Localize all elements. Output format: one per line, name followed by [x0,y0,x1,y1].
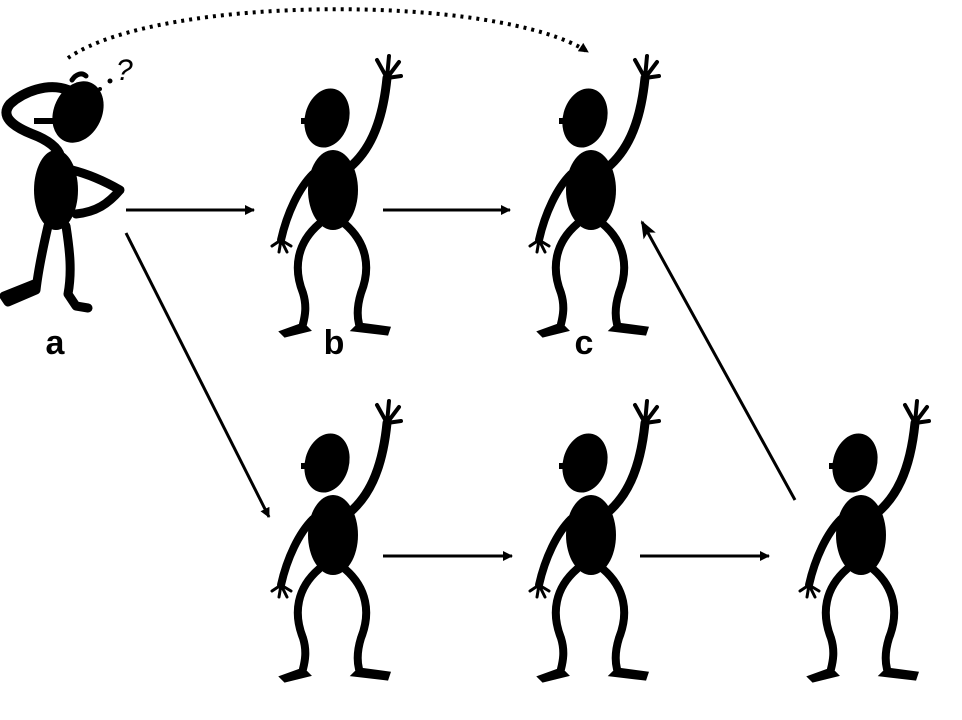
figure-bottom-1 [272,401,401,681]
dotted-arrow-a-to-c [66,7,590,60]
arrow-a-to-bottom-1 [124,232,271,518]
question-mark: ? [116,54,133,87]
label-a: a [45,324,65,362]
figure-bottom-2 [530,401,659,681]
label-c: c [574,324,594,362]
label-b: b [323,324,345,362]
figure-c [530,56,659,336]
figure-b [272,56,401,336]
thought-dot-large [107,78,113,84]
figure-a-confused [0,71,125,313]
thought-dot-small [98,87,102,91]
figure-bottom-3 [800,401,929,681]
arrow-bottom-3-to-c [640,220,797,501]
